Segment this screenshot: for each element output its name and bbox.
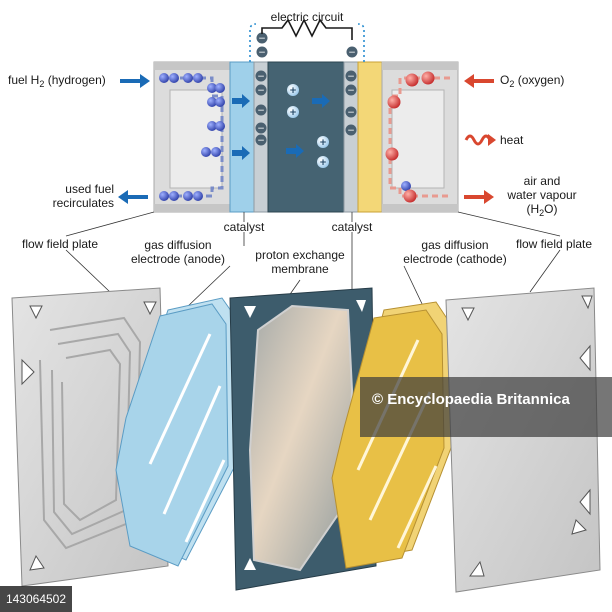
- svg-text:−: −: [348, 48, 356, 58]
- svg-text:−: −: [257, 124, 265, 134]
- svg-text:+: +: [289, 86, 297, 96]
- proton-flow-arrows: [232, 94, 330, 160]
- watermark-bar: [360, 377, 612, 437]
- oxygen-in-arrow: [464, 74, 494, 88]
- cell-cross-section: − − − − − − − − − − − − + + + +: [153, 18, 459, 213]
- oxygen-molecules: [385, 71, 435, 203]
- electrons-cathode: − − − −: [345, 70, 357, 136]
- exploded-cathode-flow-plate: [445, 287, 601, 593]
- svg-text:+: +: [319, 138, 327, 148]
- svg-text:−: −: [347, 108, 355, 118]
- electric-circuit: [249, 18, 365, 62]
- heat-icon: [464, 134, 492, 146]
- svg-text:−: −: [257, 72, 265, 82]
- svg-text:−: −: [258, 34, 266, 44]
- external-arrows: [118, 74, 496, 204]
- electrons-anode: − − − − −: [255, 70, 267, 146]
- svg-text:−: −: [347, 72, 355, 82]
- electric-circuit-label: electric circuit: [270, 10, 344, 24]
- hydrogen-molecules: [159, 73, 411, 201]
- flow-field-plate-left-label: flow field plate: [22, 237, 99, 251]
- svg-text:−: −: [257, 136, 265, 146]
- svg-text:−: −: [257, 106, 265, 116]
- svg-text:+: +: [289, 108, 297, 118]
- heat-label: heat: [500, 133, 524, 147]
- oxygen-label: O2 (oxygen): [500, 73, 565, 89]
- electrons-circuit: − − −: [256, 32, 358, 58]
- fuel-out-arrow: [118, 190, 148, 204]
- svg-text:−: −: [258, 48, 266, 58]
- watermark-image-id: 143064502: [0, 586, 72, 612]
- water-out-arrow: [464, 190, 494, 204]
- fuel-label: fuel H2 (hydrogen): [8, 73, 106, 89]
- anode-gdl-section: [229, 61, 255, 213]
- watermark-brand: © Encyclopaedia Britannica: [372, 391, 570, 408]
- exploded-anode-gdl: [115, 297, 239, 567]
- flow-field-plate-right-label: flow field plate: [516, 237, 593, 251]
- leader-lines: [65, 211, 561, 309]
- svg-text:−: −: [257, 86, 265, 96]
- catalyst-right-label: catalyst: [331, 220, 373, 234]
- cathode-gdl-section: [357, 61, 383, 213]
- hydrogen-flow-path: [160, 76, 224, 198]
- catalyst-left-label: catalyst: [223, 220, 265, 234]
- svg-text:+: +: [319, 158, 327, 168]
- protons: + + + +: [287, 84, 329, 168]
- svg-text:−: −: [347, 86, 355, 96]
- pem-section: [267, 61, 345, 213]
- fuel-in-arrow: [120, 74, 150, 88]
- svg-text:−: −: [347, 126, 355, 136]
- oxygen-flow-path: [388, 76, 450, 198]
